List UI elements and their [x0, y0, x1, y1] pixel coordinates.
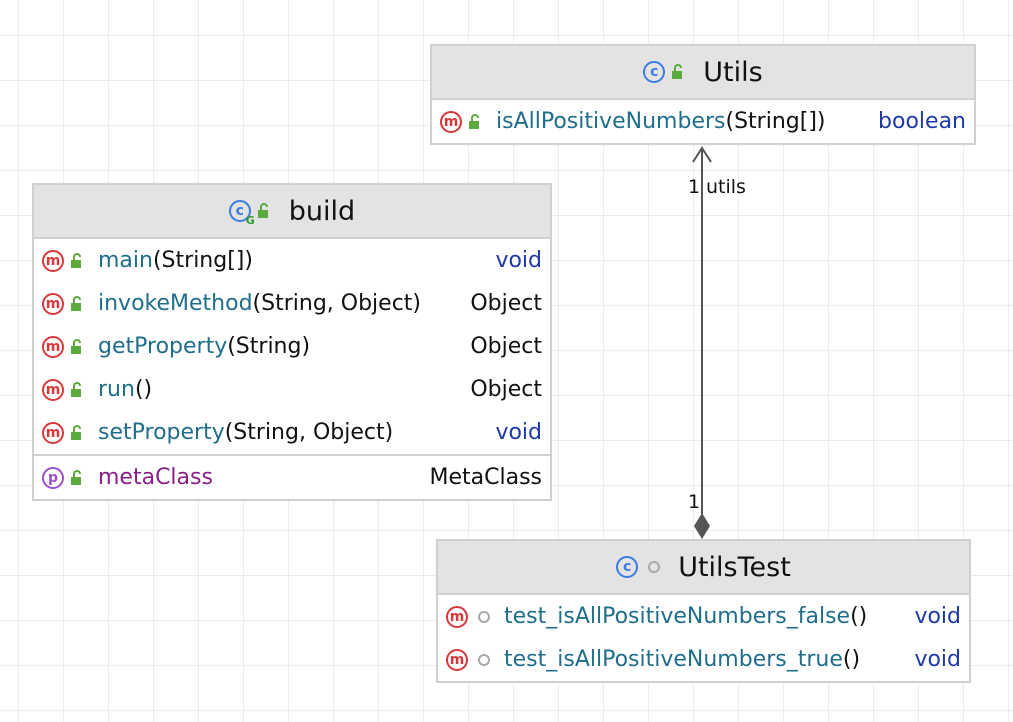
public-lock-icon	[71, 338, 81, 354]
method-icon: m	[446, 648, 468, 671]
property-icon: p	[42, 466, 64, 489]
public-lock-icon	[71, 469, 81, 485]
method-return-type: void	[495, 420, 542, 445]
public-lock-icon	[71, 252, 81, 268]
method-params: (String, Object)	[252, 291, 422, 316]
method-row[interactable]: m invokeMethod(String, Object) Object	[34, 282, 550, 325]
public-lock-icon	[71, 424, 81, 440]
method-name: test_isAllPositiveNumbers_false	[504, 604, 851, 629]
class-header: c Utils	[432, 46, 974, 100]
package-private-icon	[478, 610, 490, 623]
property-type: MetaClass	[429, 465, 542, 490]
method-params: ()	[134, 377, 153, 402]
method-params: (String)	[227, 334, 311, 359]
method-params: (String[])	[152, 248, 253, 273]
property-row[interactable]: p metaClass MetaClass	[34, 454, 550, 499]
class-icon: c	[616, 556, 639, 578]
method-row[interactable]: m main(String[]) void	[34, 239, 550, 282]
method-name: main	[98, 248, 153, 273]
method-params: (String[])	[725, 109, 826, 134]
class-name: Utils	[703, 56, 763, 88]
method-return-type: Object	[470, 291, 542, 316]
method-row[interactable]: m run() Object	[34, 368, 550, 411]
method-name: test_isAllPositiveNumbers_true	[504, 647, 843, 672]
property-name: metaClass	[98, 465, 213, 490]
method-return-type: Object	[470, 377, 542, 402]
target-multiplicity-label: 1	[688, 491, 701, 513]
method-icon: m	[42, 421, 64, 444]
method-return-type: Object	[470, 334, 542, 359]
method-name: invokeMethod	[98, 291, 253, 316]
package-private-icon	[478, 653, 490, 666]
method-name: isAllPositiveNumbers	[496, 109, 726, 134]
method-icon: m	[440, 110, 462, 133]
method-return-type: void	[914, 604, 961, 629]
method-row[interactable]: m test_isAllPositiveNumbers_false() void	[438, 595, 969, 638]
public-lock-icon	[672, 64, 683, 79]
method-icon: m	[446, 605, 468, 628]
method-name: run	[98, 377, 135, 402]
role-label: utils	[706, 176, 746, 198]
class-icon: c	[643, 61, 666, 83]
method-params: ()	[842, 647, 861, 672]
class-header: c UtilsTest	[438, 541, 969, 595]
method-icon: m	[42, 292, 64, 315]
package-private-icon	[648, 561, 661, 573]
class-node-utils[interactable]: c Utils m isAllPositiveNumbers(String[])…	[430, 44, 976, 145]
class-name: UtilsTest	[678, 551, 791, 583]
method-icon: m	[42, 249, 64, 272]
method-name: setProperty	[98, 420, 225, 445]
method-params: (String, Object)	[224, 420, 394, 445]
method-row[interactable]: m setProperty(String, Object) void	[34, 411, 550, 454]
method-row[interactable]: m test_isAllPositiveNumbers_true() void	[438, 638, 969, 681]
method-return-type: boolean	[878, 109, 966, 134]
composition-diamond	[694, 513, 710, 539]
source-multiplicity-label: 1	[688, 176, 701, 198]
open-arrowhead	[692, 146, 712, 163]
method-icon: m	[42, 378, 64, 401]
method-row[interactable]: m getProperty(String) Object	[34, 325, 550, 368]
method-row[interactable]: m isAllPositiveNumbers(String[]) boolean	[432, 100, 974, 143]
public-lock-icon	[71, 381, 81, 397]
method-name: getProperty	[98, 334, 228, 359]
method-return-type: void	[914, 647, 961, 672]
public-lock-icon	[257, 203, 268, 218]
method-params: ()	[850, 604, 868, 629]
public-lock-icon	[469, 113, 479, 129]
method-return-type: void	[495, 248, 542, 273]
class-node-utilstest[interactable]: c UtilsTest m test_isAllPositiveNumbers_…	[436, 539, 971, 683]
method-icon: m	[42, 335, 64, 358]
public-lock-icon	[71, 295, 81, 311]
class-name: build	[288, 195, 356, 227]
